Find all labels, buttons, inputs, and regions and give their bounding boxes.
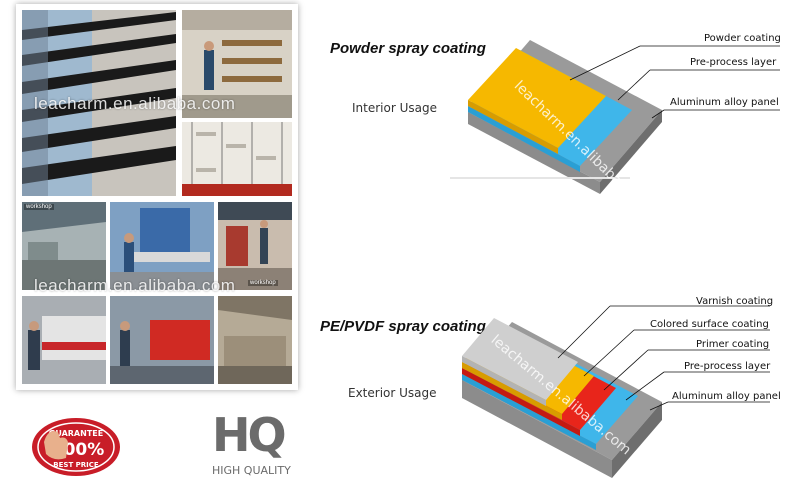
guarantee-bottom-text: BEST PRICE <box>53 461 99 469</box>
cnc-punch-graphic <box>110 296 214 384</box>
bending-machine-graphic <box>110 202 214 290</box>
powder-layer-label: Aluminum alloy panel <box>670 97 779 108</box>
photo-warehouse <box>218 296 292 384</box>
warehouse-graphic <box>218 296 292 384</box>
pvdf-primer-edge <box>462 368 580 436</box>
powder-coating-layer <box>468 48 606 148</box>
photo-collage: workshop workshop <box>16 4 298 390</box>
pvdf-panel-front <box>462 380 612 478</box>
powder-coating-edge <box>468 100 558 154</box>
pvdf-layer-label: Pre-process layer <box>684 361 771 372</box>
photo-black-blinds <box>22 10 176 196</box>
cutting-machine-graphic <box>22 296 106 384</box>
photo-spray-booth <box>182 10 292 118</box>
factory-floor-graphic <box>22 202 106 290</box>
powder-panel-side <box>600 110 662 194</box>
pvdf-colored-edge <box>462 362 562 420</box>
hanging-profiles-graphic <box>182 122 292 196</box>
hq-badge: HQ HIGH QUALITY <box>210 408 300 478</box>
photo-cutting-machine <box>22 296 106 384</box>
photo-label: workshop <box>24 204 54 210</box>
hq-logo-text: HQ <box>212 408 287 462</box>
photo-cnc-punch <box>110 296 214 384</box>
pvdf-blue-edge <box>462 374 596 450</box>
photo-production-hall: workshop <box>218 202 292 290</box>
pvdf-layer-label: Aluminum alloy panel <box>672 391 781 402</box>
pvdf-layer-diagram <box>462 305 770 478</box>
collage-watermark: leacharm.en.alibaba.com <box>34 94 236 113</box>
powder-title: Powder spray coating <box>330 40 486 57</box>
pvdf-title: PE/PVDF spray coating <box>320 318 486 335</box>
powder-blue-edge <box>468 106 580 172</box>
pvdf-usage: Exterior Usage <box>348 386 437 400</box>
guarantee-top-text: GUARANTEE <box>49 429 103 438</box>
powder-layer-label: Pre-process layer <box>690 57 777 68</box>
thumbs-up-icon <box>44 431 68 460</box>
photo-hanging-profiles <box>182 122 292 196</box>
pvdf-layer-label: Primer coating <box>696 339 770 350</box>
collage-watermark: leacharm.en.alibaba.com <box>34 276 236 295</box>
pvdf-panel-side <box>612 402 662 478</box>
spray-booth-graphic <box>182 10 292 118</box>
guarantee-seal-graphic: GUARANTEE 100% BEST PRICE <box>32 418 120 476</box>
powder-usage: Interior Usage <box>352 101 437 115</box>
pvdf-varnish-layer <box>462 318 578 400</box>
pvdf-layer-label: Colored surface coating <box>650 319 769 330</box>
powder-panel-front <box>468 112 600 194</box>
photo-factory-floor: workshop <box>22 202 106 290</box>
blinds-graphic <box>22 10 176 196</box>
pvdf-layer-label: Varnish coating <box>696 296 774 307</box>
pvdf-varnish-edge <box>462 356 546 406</box>
hq-subtitle: HIGH QUALITY <box>212 464 291 477</box>
photo-label: workshop <box>248 280 278 286</box>
powder-layer-diagram <box>450 40 780 194</box>
photo-bending-machine <box>110 202 214 290</box>
production-hall-graphic <box>218 202 292 290</box>
powder-layer-label: Powder coating <box>704 33 781 44</box>
guarantee-badge: GUARANTEE 100% BEST PRICE <box>30 416 122 478</box>
